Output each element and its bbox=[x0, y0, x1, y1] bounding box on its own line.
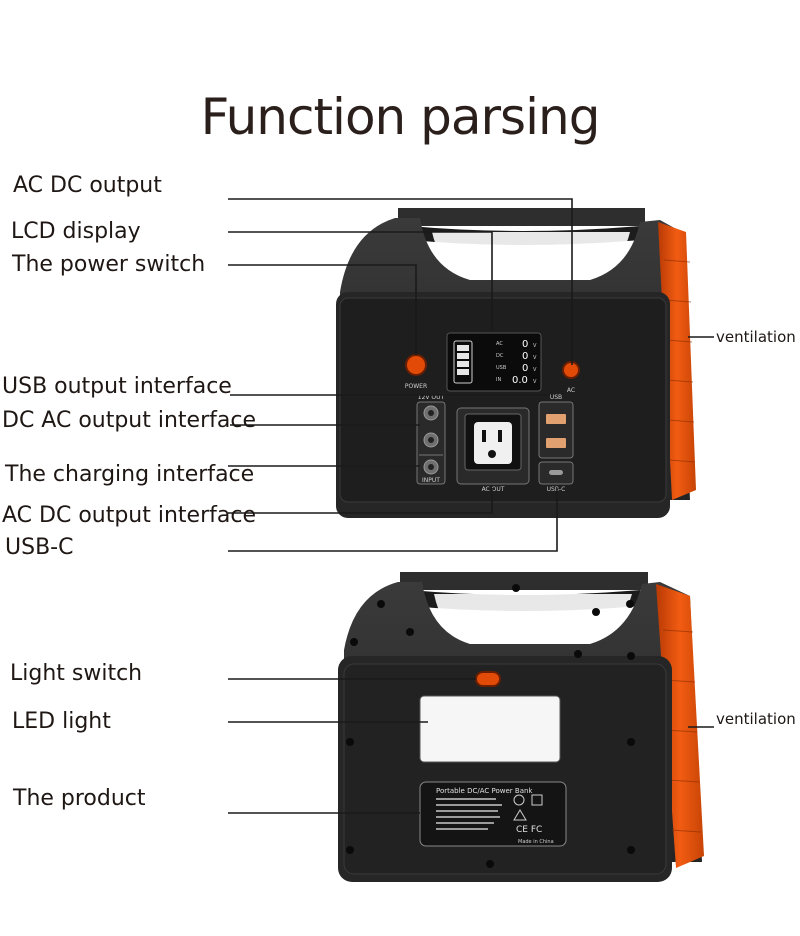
usb-text: USB bbox=[550, 394, 562, 401]
device-back: Portable DC/AC Power Bank CE FC Made in … bbox=[338, 572, 704, 882]
lcd-display bbox=[446, 332, 542, 392]
label-usb-output: USB output interface bbox=[2, 374, 232, 399]
plate-made-in: Made in China bbox=[518, 839, 554, 845]
input-text: INPUT bbox=[422, 477, 440, 484]
lcd-in: IN bbox=[496, 377, 501, 383]
lcd-dc: DC bbox=[496, 353, 504, 359]
lcd-value-in: 0.0 bbox=[512, 375, 528, 386]
label-ac-dc-output-interface: AC DC output interface bbox=[2, 503, 256, 528]
ac-button bbox=[562, 361, 580, 379]
lcd-usb: USB bbox=[496, 365, 507, 371]
lcd-value-ac: 0 bbox=[522, 339, 528, 350]
label-lcd-display: LCD display bbox=[11, 219, 141, 244]
lcd-value-usb: 0 bbox=[522, 363, 528, 374]
lcd-unit-0: V bbox=[533, 343, 537, 349]
label-charging-interface: The charging interface bbox=[5, 462, 255, 487]
lcd-unit-1: V bbox=[533, 355, 537, 361]
lcd-unit-2: V bbox=[533, 367, 537, 373]
power-button bbox=[405, 354, 427, 376]
side-vent bbox=[658, 222, 696, 500]
label-ac-dc-output: AC DC output bbox=[13, 173, 162, 198]
page-title: Function parsing bbox=[200, 88, 601, 146]
plate-title: Portable DC/AC Power Bank bbox=[436, 787, 533, 795]
label-light-switch: Light switch bbox=[10, 661, 143, 686]
label-usb-c: USB-C bbox=[5, 535, 74, 560]
light-switch-button bbox=[475, 671, 501, 687]
leader-lines bbox=[228, 198, 714, 814]
power-text: POWER bbox=[405, 383, 427, 390]
label-ventilation-front: ventilation bbox=[716, 328, 796, 346]
lcd-unit-3: V bbox=[533, 379, 537, 385]
ac-out-text: AC OUT bbox=[482, 486, 505, 493]
usbc-text: USB-C bbox=[547, 486, 566, 493]
usb-group bbox=[538, 401, 574, 459]
device-front: POWER AC USB 12V OUT INPUT AC OUT USB-C … bbox=[336, 208, 696, 518]
plate-ce-fcc: CE FC bbox=[516, 825, 542, 835]
lcd-ac: AC bbox=[496, 341, 503, 347]
label-product: The product bbox=[13, 786, 146, 811]
handle-top bbox=[398, 208, 645, 226]
dc-out-text: 12V OUT bbox=[418, 394, 445, 401]
back-side-vent bbox=[656, 584, 704, 868]
led-light-panel bbox=[419, 695, 561, 763]
label-dc-ac-output: DC AC output interface bbox=[2, 408, 256, 433]
lcd-value-dc: 0 bbox=[522, 351, 528, 362]
ac-text: AC bbox=[567, 387, 575, 394]
label-power-switch: The power switch bbox=[12, 252, 206, 277]
label-ventilation-back: ventilation bbox=[716, 710, 796, 728]
label-led-light: LED light bbox=[12, 709, 111, 734]
